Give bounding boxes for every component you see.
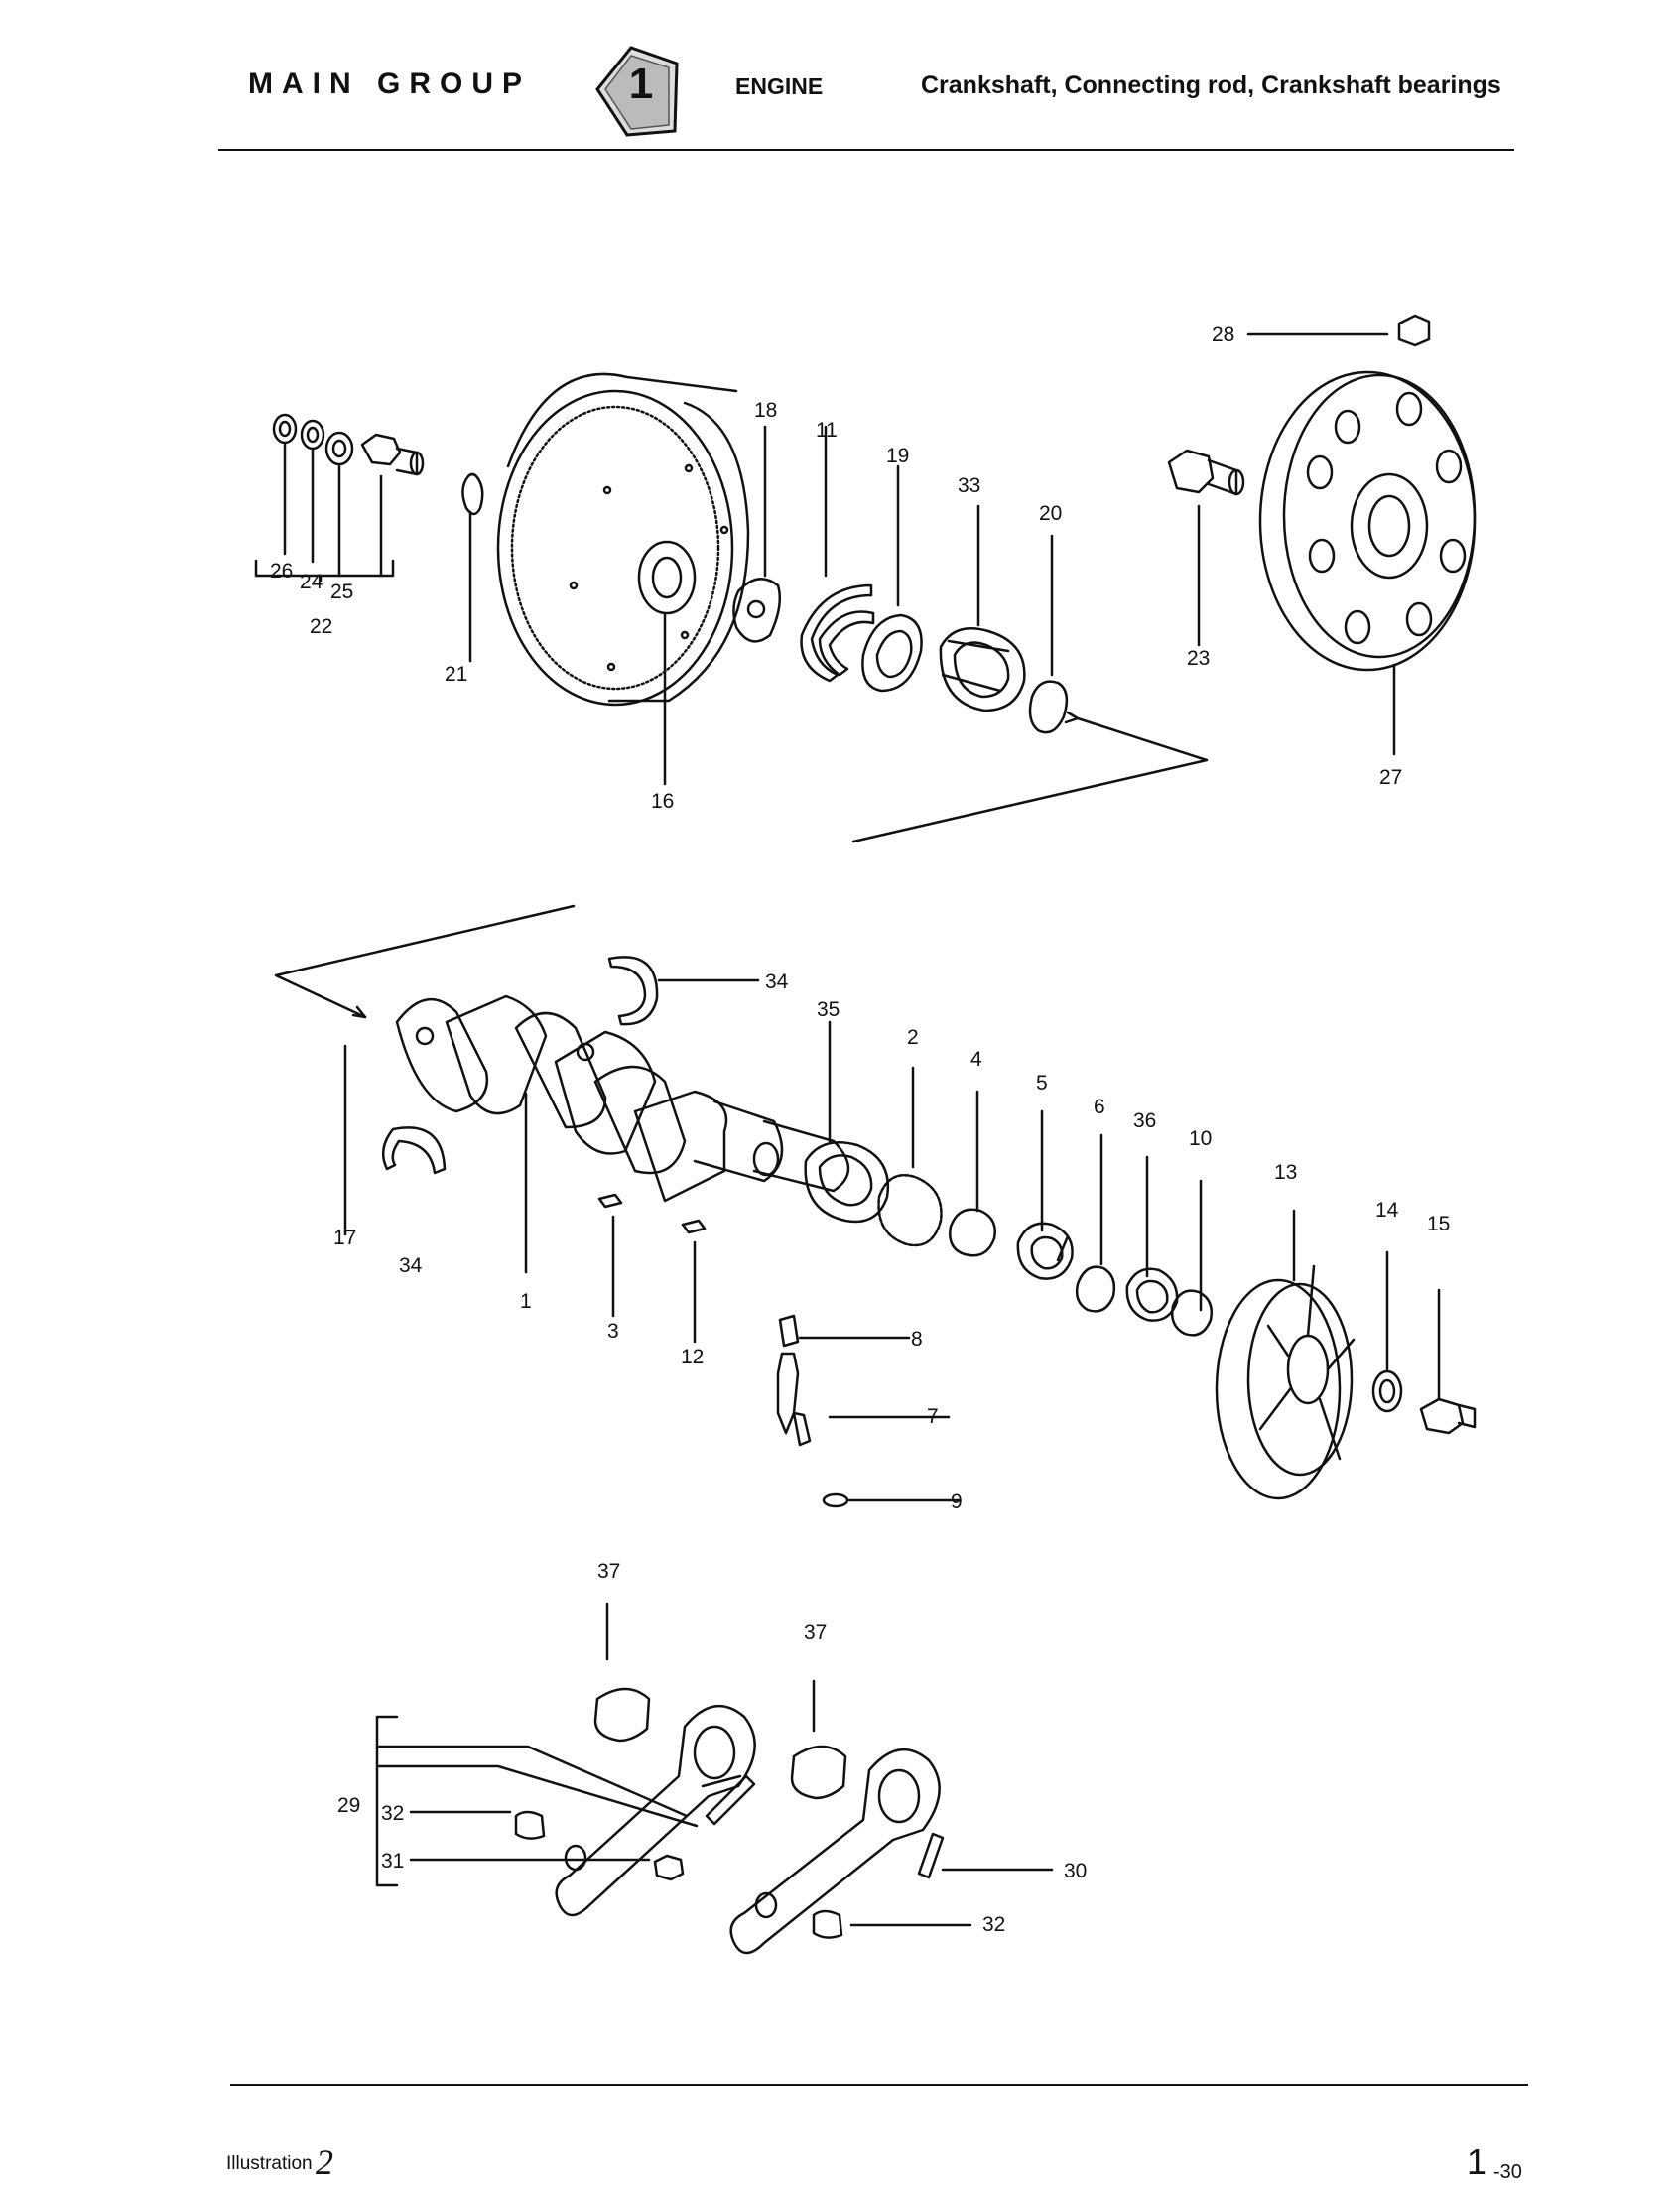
callout-25: 25 [330, 581, 353, 603]
callout-35: 35 [817, 998, 840, 1021]
callout-32: 32 [381, 1802, 404, 1825]
crankshaft [395, 994, 850, 1203]
callout-4: 4 [970, 1048, 982, 1071]
section-label: ENGINE [735, 73, 824, 99]
callout-9: 9 [951, 1490, 963, 1513]
callout-37: 37 [597, 1560, 620, 1583]
group-number: 1 [628, 60, 654, 108]
callout-12: 12 [681, 1346, 704, 1368]
callout-28: 28 [1212, 324, 1234, 346]
callout-32b: 32 [982, 1913, 1005, 1936]
callout-19: 19 [886, 445, 909, 467]
flywheel [496, 372, 750, 707]
callout-15: 15 [1427, 1213, 1450, 1235]
callout-23: 23 [1187, 647, 1210, 670]
callout-26: 26 [270, 560, 293, 583]
callout-13: 13 [1274, 1161, 1297, 1184]
callout-30: 30 [1064, 1860, 1087, 1882]
callout-24: 24 [300, 571, 323, 593]
callout-27: 27 [1379, 766, 1402, 789]
illustration-number: 2 [316, 2142, 333, 2182]
page-number: 1 [1467, 2141, 1487, 2182]
gland-nut-parts [272, 413, 425, 476]
callout-21: 21 [445, 663, 467, 686]
page-title: Crankshaft, Connecting rod, Crankshaft b… [921, 71, 1501, 99]
callout-18: 18 [754, 399, 777, 422]
callout-6: 6 [1094, 1096, 1105, 1118]
callout-2: 2 [907, 1026, 919, 1049]
callout-34b: 34 [399, 1254, 423, 1277]
header-rule [218, 149, 1514, 151]
callout-29: 29 [337, 1794, 360, 1817]
main-group-heading: MAIN GROUP [248, 67, 531, 100]
illustration-label: Illustration [226, 2153, 313, 2174]
connecting-rod-1 [555, 1704, 756, 1917]
callout-20: 20 [1039, 502, 1062, 525]
callout-11: 11 [816, 419, 838, 442]
callout-16: 16 [651, 790, 674, 813]
callout-36: 36 [1133, 1109, 1156, 1132]
callout-22: 22 [310, 615, 332, 638]
group-badge-icon [595, 46, 679, 137]
callout-10: 10 [1189, 1127, 1212, 1150]
callout-1: 1 [520, 1290, 532, 1313]
callout-8: 8 [911, 1328, 923, 1351]
connecting-rod-2 [729, 1748, 941, 1955]
callout-33: 33 [958, 474, 980, 497]
callout-14: 14 [1375, 1199, 1399, 1222]
footer-rule [230, 2084, 1528, 2086]
callout-34: 34 [765, 971, 789, 993]
callout-7: 7 [927, 1405, 939, 1428]
page-subnumber: -30 [1493, 2161, 1522, 2183]
callout-5: 5 [1036, 1072, 1048, 1095]
callout-37b: 37 [804, 1621, 827, 1644]
callout-17: 17 [333, 1227, 356, 1249]
pulley [1215, 1264, 1356, 1500]
callout-31: 31 [381, 1850, 404, 1873]
callout-3: 3 [607, 1320, 619, 1343]
drive-plate [1258, 370, 1477, 672]
